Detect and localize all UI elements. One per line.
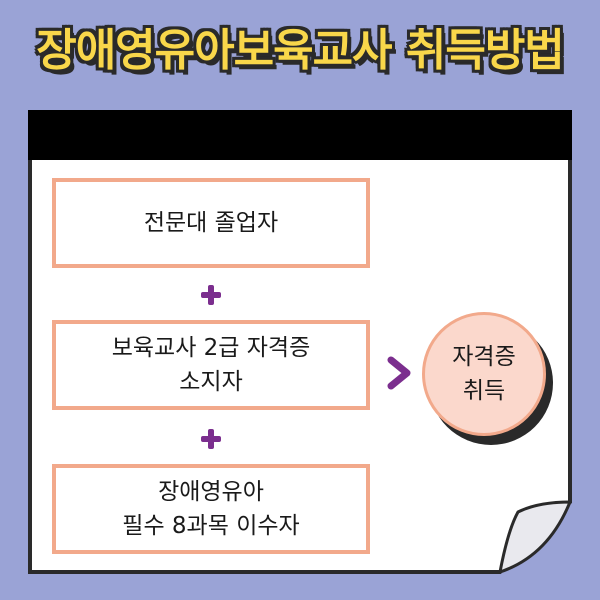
result-circle: 자격증 취득 xyxy=(422,312,546,436)
info-card: 전문대 졸업자 보육교사 2급 자격증 소지자 장애영유아 필수 8과목 이수자… xyxy=(28,110,572,574)
step-3-line-1: 장애영유아 xyxy=(158,479,264,505)
card-header-bar xyxy=(28,110,572,160)
result-line-2: 취득 xyxy=(462,378,506,404)
chevron-right-icon xyxy=(387,356,411,390)
step-box-3: 장애영유아 필수 8과목 이수자 xyxy=(52,464,370,554)
page-title: 장애영유아보육교사 취득방법 xyxy=(36,25,565,76)
step-3-line-2: 필수 8과목 이수자 xyxy=(122,513,300,539)
step-box-1: 전문대 졸업자 xyxy=(52,178,370,268)
plus-icon xyxy=(200,428,222,450)
result-line-1: 자격증 xyxy=(452,344,516,370)
step-2-line-2: 소지자 xyxy=(179,369,243,395)
step-box-2: 보육교사 2급 자격증 소지자 xyxy=(52,320,370,410)
step-2-line-1: 보육교사 2급 자격증 xyxy=(111,335,311,361)
step-1-line-1: 전문대 졸업자 xyxy=(143,210,279,236)
plus-icon xyxy=(200,284,222,306)
